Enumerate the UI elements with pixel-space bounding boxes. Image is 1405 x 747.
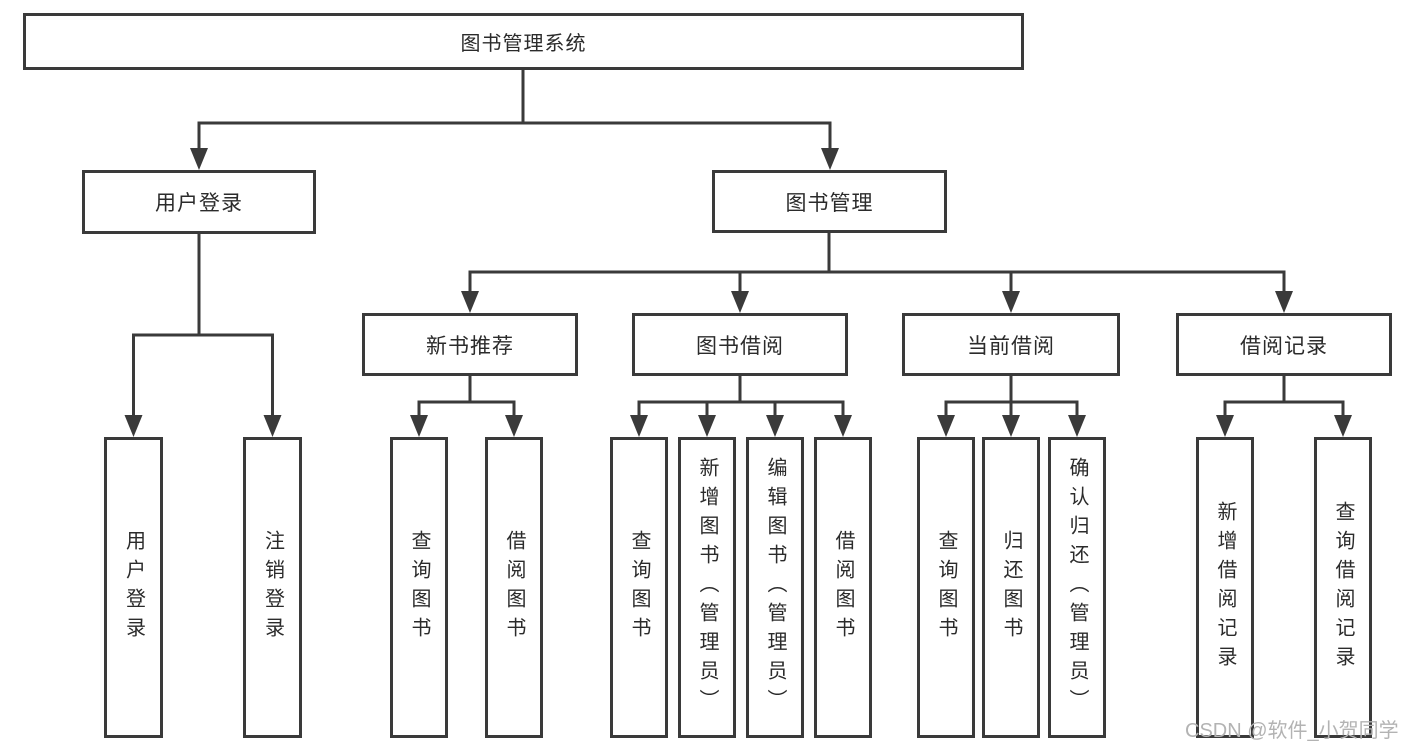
node-label: 查询图书	[628, 529, 650, 646]
arrow-icon	[1002, 291, 1020, 313]
node-user-login: 用户登录	[82, 170, 316, 234]
arrow-icon	[190, 148, 208, 170]
node-book-management: 图书管理	[712, 170, 947, 233]
leaf-add-borrow-record: 新增借阅记录	[1196, 437, 1254, 738]
leaf-query-borrow-record: 查询借阅记录	[1314, 437, 1372, 738]
leaf-edit-books-admin: 编辑图书（管理员）	[746, 437, 804, 738]
node-label: 编辑图书（管理员）	[764, 457, 786, 718]
arrow-icon	[766, 415, 784, 437]
node-label: 图书管理系统	[460, 33, 587, 55]
leaf-borrow-books: 借阅图书	[814, 437, 872, 738]
leaf-user-login: 用户登录	[104, 437, 163, 738]
arrow-icon	[630, 415, 648, 437]
arrow-icon	[1068, 415, 1086, 437]
node-label: 归还图书	[1000, 529, 1022, 646]
node-label: 图书管理	[785, 191, 874, 215]
arrow-icon	[263, 415, 282, 437]
arrow-icon	[1334, 415, 1352, 437]
tree-edges	[132, 70, 1345, 419]
leaf-query-books-borrowing: 查询图书	[610, 437, 668, 738]
arrow-icon	[1002, 415, 1020, 437]
arrow-icon	[410, 415, 428, 437]
arrow-icon	[937, 415, 955, 437]
node-label: 图书借阅	[696, 334, 784, 358]
arrow-icon	[461, 291, 479, 313]
leaf-borrow-books-recommend: 借阅图书	[485, 437, 543, 738]
node-label: 借阅记录	[1240, 334, 1328, 358]
arrow-icon	[124, 415, 143, 437]
node-label: 新增借阅记录	[1214, 500, 1236, 675]
arrow-icon	[505, 415, 523, 437]
arrow-icon	[1216, 415, 1234, 437]
leaf-add-books-admin: 新增图书（管理员）	[678, 437, 736, 738]
leaf-logout: 注销登录	[243, 437, 302, 738]
leaf-return-books: 归还图书	[982, 437, 1040, 738]
node-label: 借阅图书	[503, 529, 525, 646]
arrow-icon	[834, 415, 852, 437]
node-label: 用户登录	[122, 529, 145, 646]
node-label: 查询图书	[935, 529, 957, 646]
arrowheads	[124, 148, 1352, 437]
node-label: 新书推荐	[426, 334, 514, 358]
node-label: 注销登录	[261, 529, 284, 646]
node-new-book-recommendation: 新书推荐	[362, 313, 578, 376]
arrow-icon	[1275, 291, 1293, 313]
leaf-confirm-return-admin: 确认归还（管理员）	[1048, 437, 1106, 738]
arrow-icon	[698, 415, 716, 437]
node-label: 当前借阅	[967, 334, 1055, 358]
node-label: 查询图书	[408, 529, 430, 646]
csdn-watermark: CSDN @软件_小贺同学	[1185, 720, 1399, 742]
leaf-query-books-recommend: 查询图书	[390, 437, 448, 738]
node-borrowing-records: 借阅记录	[1176, 313, 1392, 376]
node-label: 查询借阅记录	[1332, 500, 1354, 675]
arrow-icon	[821, 148, 839, 170]
node-current-borrowing: 当前借阅	[902, 313, 1120, 376]
node-label: 新增图书（管理员）	[696, 457, 718, 718]
node-label: 借阅图书	[832, 529, 854, 646]
leaf-query-books-current: 查询图书	[917, 437, 975, 738]
node-label: 确认归还（管理员）	[1066, 457, 1088, 718]
arrow-icon	[731, 291, 749, 313]
node-book-borrowing: 图书借阅	[632, 313, 848, 376]
node-label: 用户登录	[155, 192, 243, 215]
node-library-management-system: 图书管理系统	[23, 13, 1024, 70]
